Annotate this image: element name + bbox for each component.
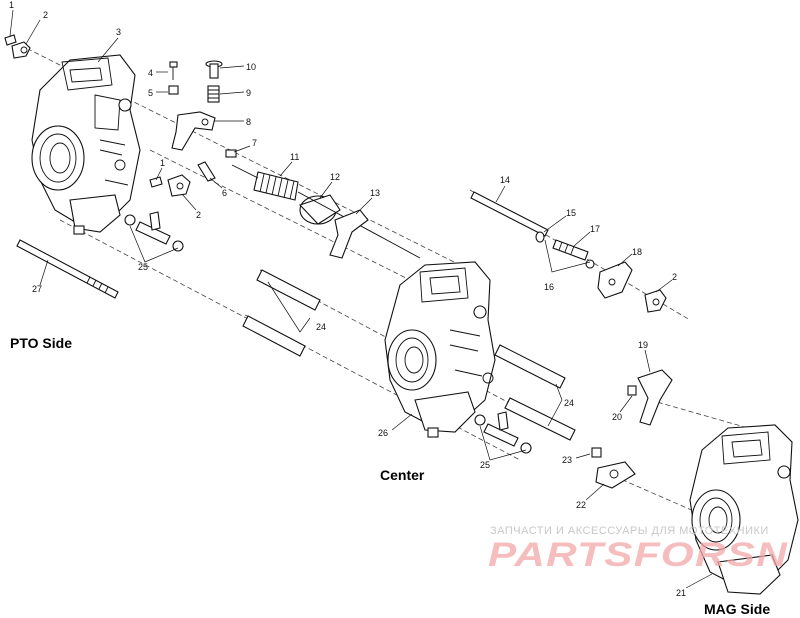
callout-label: 25 bbox=[480, 460, 490, 470]
bracket-part-18 bbox=[597, 261, 633, 299]
watermark: ЗАПЧАСТИ И АКСЕССУАРЫ ДЛЯ МОТОТЕХНИКИ PA… bbox=[488, 525, 789, 574]
watermark-caption: ЗАПЧАСТИ И АКСЕССУАРЫ ДЛЯ МОТОТЕХНИКИ bbox=[490, 525, 769, 537]
ring-part-15 bbox=[535, 231, 545, 243]
screw-part-23 bbox=[591, 447, 602, 458]
nut-part-5 bbox=[168, 85, 179, 95]
carburetor-pto bbox=[31, 54, 141, 235]
fitting-part-2b bbox=[167, 174, 191, 197]
view-title-mag: MAG Side bbox=[704, 601, 770, 617]
callout-label: 6 bbox=[222, 188, 227, 198]
adjuster-part-10 bbox=[205, 60, 223, 79]
screw-part-4 bbox=[169, 61, 178, 80]
callout-label: 25 bbox=[138, 262, 148, 272]
callout-label: 2 bbox=[672, 272, 677, 282]
screw-part-1b bbox=[149, 176, 163, 188]
callout-label: 1 bbox=[9, 0, 14, 10]
callout-label: 10 bbox=[246, 62, 256, 72]
callout-label: 21 bbox=[676, 588, 686, 598]
callout-label: 8 bbox=[246, 117, 251, 127]
callout-label: 2 bbox=[196, 210, 201, 220]
leader-lines bbox=[9, 9, 713, 589]
callout-label: 1 bbox=[160, 158, 165, 168]
screw-part-17 bbox=[552, 239, 595, 269]
callout-label: 17 bbox=[590, 224, 600, 234]
callout-label: 12 bbox=[330, 172, 340, 182]
pin-part-6 bbox=[197, 161, 216, 182]
axis-line bbox=[149, 149, 421, 286]
callout-label: 5 bbox=[148, 88, 153, 98]
view-title-pto: PTO Side bbox=[10, 335, 72, 351]
callout-label: 15 bbox=[566, 208, 576, 218]
callout-label: 18 bbox=[632, 247, 642, 257]
screw-part-1a bbox=[4, 34, 17, 46]
screw-part-7 bbox=[225, 149, 237, 158]
callout-label: 27 bbox=[32, 284, 42, 294]
axis-line bbox=[59, 219, 251, 321]
carburetor-center bbox=[384, 261, 496, 438]
lever-part-13 bbox=[329, 209, 369, 259]
tee-fitting-part-25b bbox=[474, 411, 532, 454]
callout-label: 2 bbox=[43, 10, 48, 20]
tee-fitting-part-25a bbox=[124, 211, 184, 252]
callout-label: 26 bbox=[378, 428, 388, 438]
callout-label: 9 bbox=[246, 88, 251, 98]
tube-part-24b bbox=[494, 344, 576, 441]
plate-part-22 bbox=[595, 461, 636, 489]
view-title-center: Center bbox=[380, 467, 425, 483]
fitting-part-2c bbox=[644, 289, 667, 313]
fitting-part-2a bbox=[11, 41, 31, 59]
callout-label: 22 bbox=[576, 500, 586, 510]
carburetor-mag bbox=[689, 424, 799, 595]
screw-part-20 bbox=[627, 385, 637, 396]
callout-label: 7 bbox=[252, 138, 257, 148]
bolt-part-27 bbox=[16, 239, 119, 299]
tube-part-24a bbox=[242, 269, 321, 357]
callout-label: 13 bbox=[370, 188, 380, 198]
callout-label: 24 bbox=[564, 398, 574, 408]
callout-label: 20 bbox=[612, 412, 622, 422]
callout-label: 24 bbox=[316, 322, 326, 332]
rod-part-14 bbox=[470, 191, 549, 237]
lever-part-19 bbox=[637, 369, 673, 426]
callout-label: 23 bbox=[562, 455, 572, 465]
callout-label: 11 bbox=[290, 152, 299, 162]
spring-part-9 bbox=[207, 85, 220, 103]
callout-label: 19 bbox=[638, 340, 648, 350]
watermark-logo: PARTSFORSN bbox=[488, 536, 789, 574]
callout-label: 3 bbox=[116, 27, 121, 37]
callout-label: 4 bbox=[148, 68, 153, 78]
spring-part-11 bbox=[231, 164, 299, 201]
bracket-part-8 bbox=[171, 111, 216, 151]
callout-label: 14 bbox=[500, 175, 510, 185]
callout-label: 16 bbox=[544, 282, 554, 292]
callout-labels: 1 2 3 4 5 10 9 8 7 11 12 13 1 6 2 14 15 … bbox=[9, 0, 686, 598]
